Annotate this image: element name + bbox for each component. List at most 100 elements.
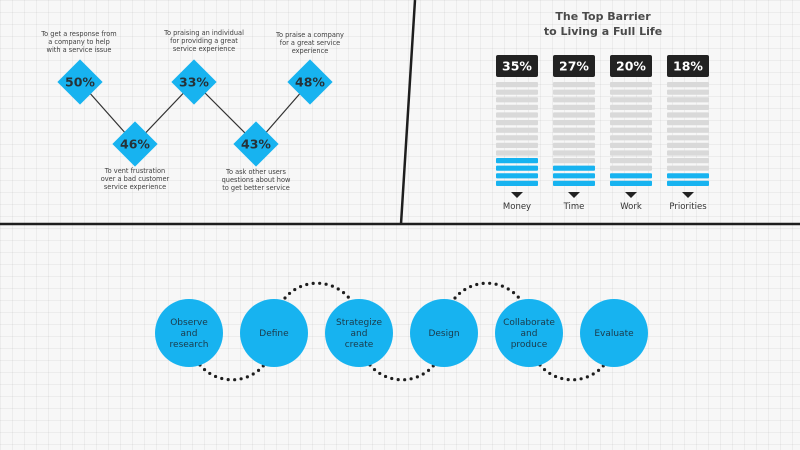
cell-empty [667, 127, 709, 133]
cell-filled [667, 173, 709, 179]
process-step-observe: Observe and research [155, 299, 223, 367]
step-label-line: Observe [170, 318, 208, 328]
cell-filled [553, 173, 595, 179]
cell-empty [553, 142, 595, 148]
step-label-line: create [345, 340, 374, 350]
cell-empty [553, 104, 595, 110]
step-label-line: and [521, 329, 538, 339]
step-circle [155, 299, 223, 367]
process-step-design: Design [410, 299, 478, 367]
barrier-title-line: The Top Barrier [555, 10, 651, 23]
cell-empty [553, 82, 595, 88]
survey-caption-line: service experience [104, 183, 166, 191]
step-circle [240, 299, 308, 367]
value-badge-text: 27% [559, 59, 589, 74]
cell-empty [553, 135, 595, 141]
survey-point-4: 43% To ask other users questions about h… [222, 121, 291, 192]
barrier-column-work: 20% Work [610, 55, 652, 212]
value-badge [610, 55, 652, 77]
survey-value: 43% [241, 137, 271, 152]
value-badge-text: 35% [502, 59, 532, 74]
cell-stack [667, 82, 709, 186]
step-label-line: Design [428, 329, 459, 339]
survey-caption-line: a company to help [48, 38, 110, 46]
cell-empty [553, 158, 595, 164]
cell-empty [610, 97, 652, 103]
barrier-column-money: 35% Money [496, 55, 538, 212]
cell-empty [667, 120, 709, 126]
cell-filled [667, 180, 709, 186]
barrier-column-time: 27% Time [553, 55, 595, 212]
barrier-panel: The Top Barrier to Living a Full Life 35… [496, 10, 709, 212]
barrier-title-line: to Living a Full Life [544, 25, 662, 38]
value-badge-text: 20% [616, 59, 646, 74]
dotted-connector [538, 363, 606, 382]
dotted-connector [453, 281, 521, 300]
cell-empty [610, 120, 652, 126]
process-flow-diagram: Observe and research Define Strategize a… [155, 281, 648, 382]
cell-empty [610, 165, 652, 171]
process-step-evaluate: Evaluate [580, 299, 648, 367]
column-label: Priorities [669, 202, 707, 212]
survey-zigzag-diagram: 50% To get a response from a company to … [40, 29, 344, 192]
survey-caption-line: To get a response from [40, 30, 117, 38]
step-circle [325, 299, 393, 367]
cell-empty [610, 158, 652, 164]
cell-empty [667, 82, 709, 88]
column-label: Time [563, 202, 585, 212]
cell-empty [667, 97, 709, 103]
survey-caption-line: To praise a company [275, 31, 344, 39]
survey-value: 33% [179, 75, 209, 90]
step-label-line: Evaluate [594, 329, 634, 339]
cell-empty [553, 112, 595, 118]
survey-caption-line: To ask other users [225, 168, 286, 176]
process-step-define: Define [240, 299, 308, 367]
dotted-connector [368, 363, 436, 382]
dotted-connector [198, 363, 266, 382]
cell-empty [496, 120, 538, 126]
cell-empty [667, 135, 709, 141]
survey-value: 48% [295, 75, 325, 90]
survey-point-5: 48% To praise a company for a great serv… [275, 31, 344, 105]
vertical-divider [399, 0, 417, 225]
cell-empty [667, 158, 709, 164]
arrow-down-icon [511, 192, 523, 198]
step-label-line: and [351, 329, 368, 339]
cell-empty [496, 112, 538, 118]
cell-empty [553, 89, 595, 95]
step-label-line: Collaborate [503, 318, 555, 328]
cell-filled [496, 165, 538, 171]
step-circle [495, 299, 563, 367]
cell-stack [610, 82, 652, 186]
survey-caption-line: for providing a great [170, 37, 238, 45]
cell-empty [610, 89, 652, 95]
survey-caption-line: with a service issue [47, 46, 112, 54]
value-badge-text: 18% [673, 59, 703, 74]
cell-filled [496, 173, 538, 179]
column-label: Money [503, 202, 531, 212]
diamond-marker [171, 59, 217, 105]
step-label-line: Strategize [336, 318, 382, 328]
diamond-marker [57, 59, 103, 105]
cell-empty [667, 89, 709, 95]
cell-empty [496, 104, 538, 110]
cell-filled [553, 165, 595, 171]
survey-point-3: 33% To praising an individual for provid… [163, 29, 244, 105]
arrow-down-icon [568, 192, 580, 198]
cell-empty [496, 89, 538, 95]
survey-caption-line: over a bad customer [101, 175, 170, 183]
cell-empty [610, 150, 652, 156]
diamond-marker [112, 121, 158, 167]
step-circle [580, 299, 648, 367]
survey-value: 46% [120, 137, 150, 152]
cell-empty [553, 120, 595, 126]
cell-filled [610, 180, 652, 186]
survey-caption-line: to get better service [222, 184, 290, 192]
cell-empty [667, 112, 709, 118]
survey-caption-line: for a great service [280, 39, 340, 47]
step-label-line: and [181, 329, 198, 339]
step-label-line: produce [511, 340, 548, 350]
step-label-line: Define [259, 329, 289, 339]
cell-empty [610, 127, 652, 133]
